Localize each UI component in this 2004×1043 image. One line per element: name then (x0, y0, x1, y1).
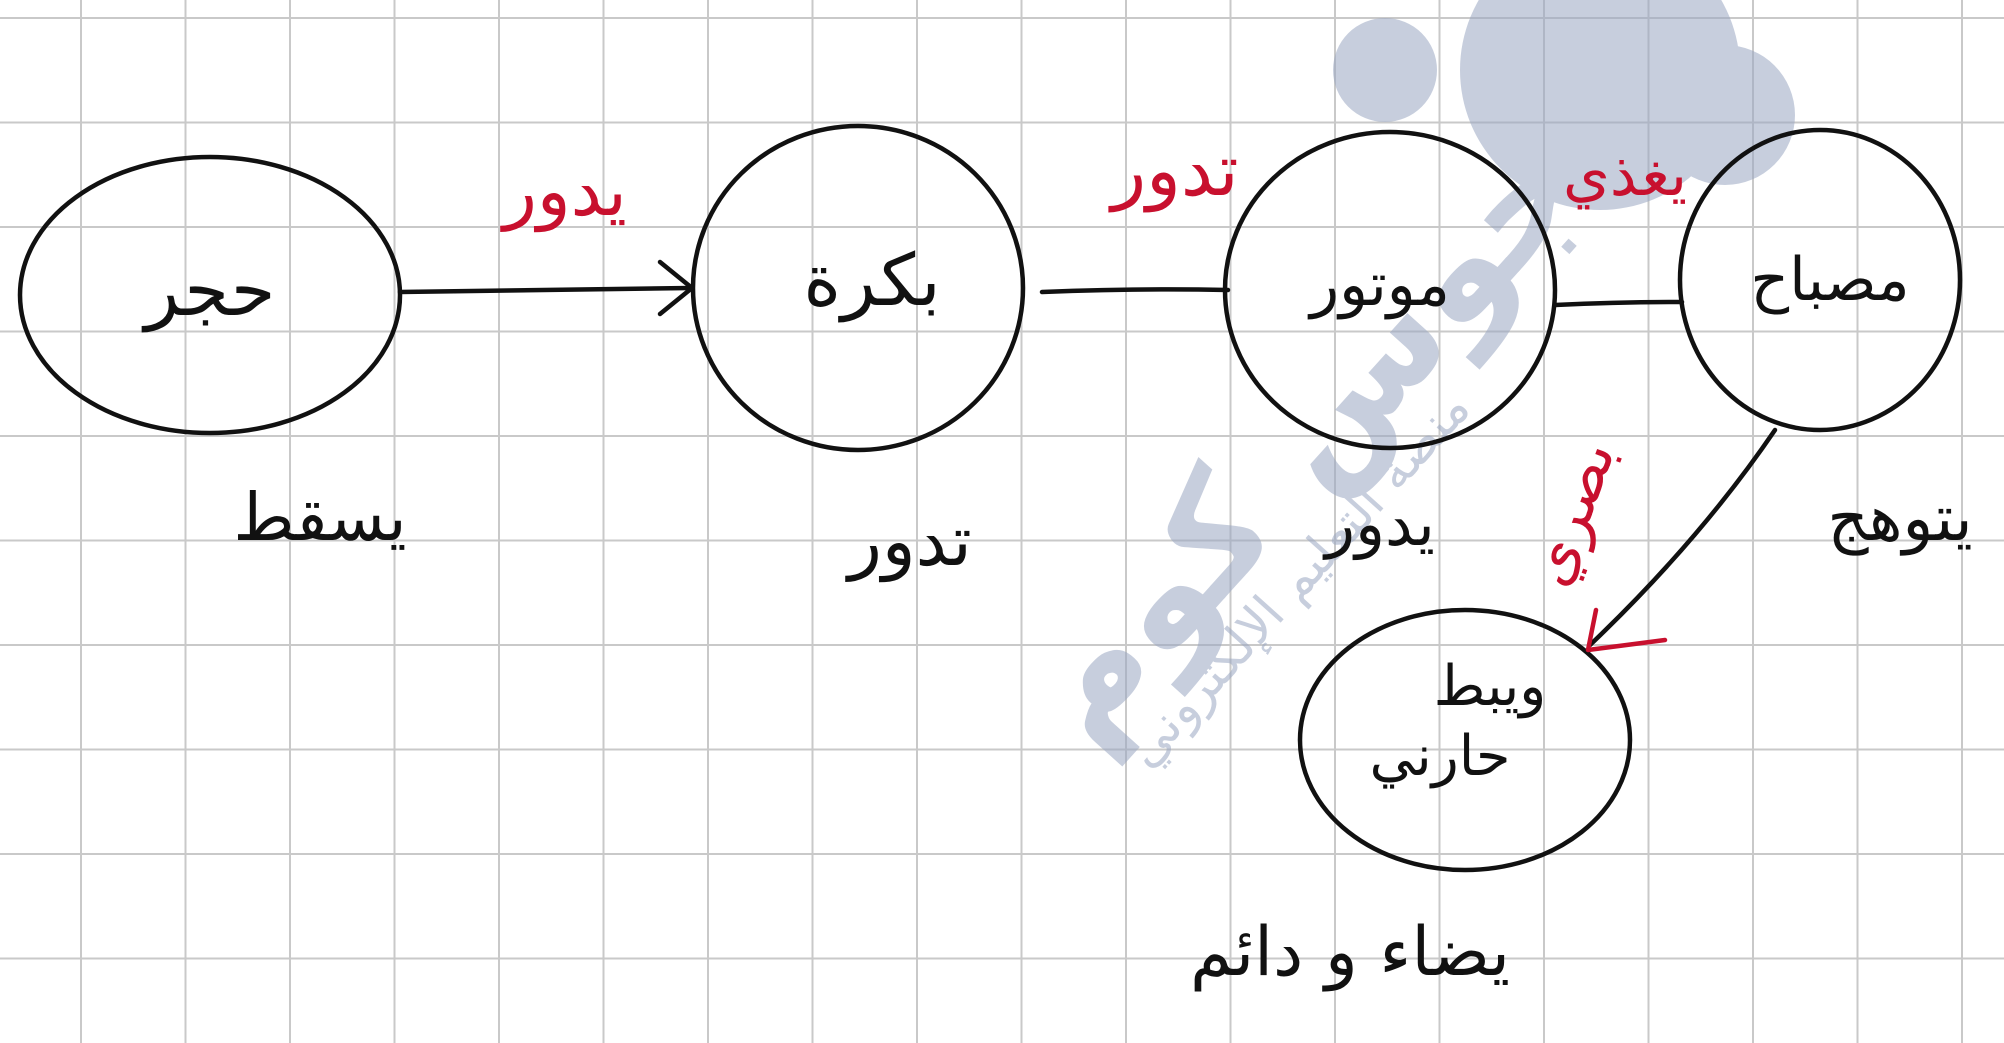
node-lamp-circle (1677, 127, 1963, 433)
node-ball-caption: تدور (845, 500, 972, 583)
node-motor-label: موتور (1307, 250, 1450, 320)
node-ball-label: بكرة (803, 238, 940, 323)
edge-stone-to-ball: يدور (397, 150, 695, 317)
edge-lamp-to-charge-label: بصري (1513, 431, 1630, 595)
edge-motor-to-lamp-label: يغذي (1563, 140, 1687, 210)
edge-stone-to-ball-label: يدور (500, 150, 627, 233)
edge-stone-to-ball-line (397, 285, 693, 295)
node-lamp: مصباح يتوهج (1677, 127, 1973, 556)
edge-ball-to-motor-label: تدور (1108, 128, 1238, 213)
node-ball: بكرة تدور (690, 123, 1026, 583)
watermark-logo-bubble-side (1655, 45, 1795, 185)
node-motor-caption: يدور (1322, 487, 1435, 560)
edge-lamp-to-charge: بصري (1513, 427, 1778, 653)
watermark-logo-bubble-small (1333, 18, 1437, 122)
node-charge-label-line2: حارني (1370, 724, 1511, 789)
node-stone-circle (17, 154, 403, 436)
watermark: جوس كوم منصة التعليم الإلكتروني (986, 0, 1795, 779)
node-lamp-caption: يتوهج (1827, 482, 1972, 556)
edge-motor-to-lamp: يغذي (1552, 140, 1687, 308)
node-stone: حجر يسقط (17, 154, 407, 556)
node-motor: موتور يدور (1222, 129, 1558, 560)
node-charge-circle (1297, 607, 1633, 873)
node-lamp-label: مصباح (1750, 245, 1909, 315)
edge-ball-to-motor: تدور (1039, 128, 1239, 295)
node-stone-caption: يسقط (233, 479, 406, 556)
edge-lamp-to-charge-arrowhead (1585, 607, 1668, 653)
edge-motor-to-lamp-line (1552, 299, 1685, 308)
node-charge-label-line1: ويبط (1434, 654, 1547, 719)
node-charge-caption: يضاء و دائم (1190, 913, 1510, 992)
edge-stone-to-ball-arrowhead (657, 259, 695, 317)
edge-lamp-to-charge-line (1587, 427, 1778, 648)
node-stone-label: حجر (142, 248, 276, 333)
edge-ball-to-motor-line (1039, 287, 1231, 295)
node-charge: ويبط حارني يضاء و دائم (1190, 607, 1633, 992)
